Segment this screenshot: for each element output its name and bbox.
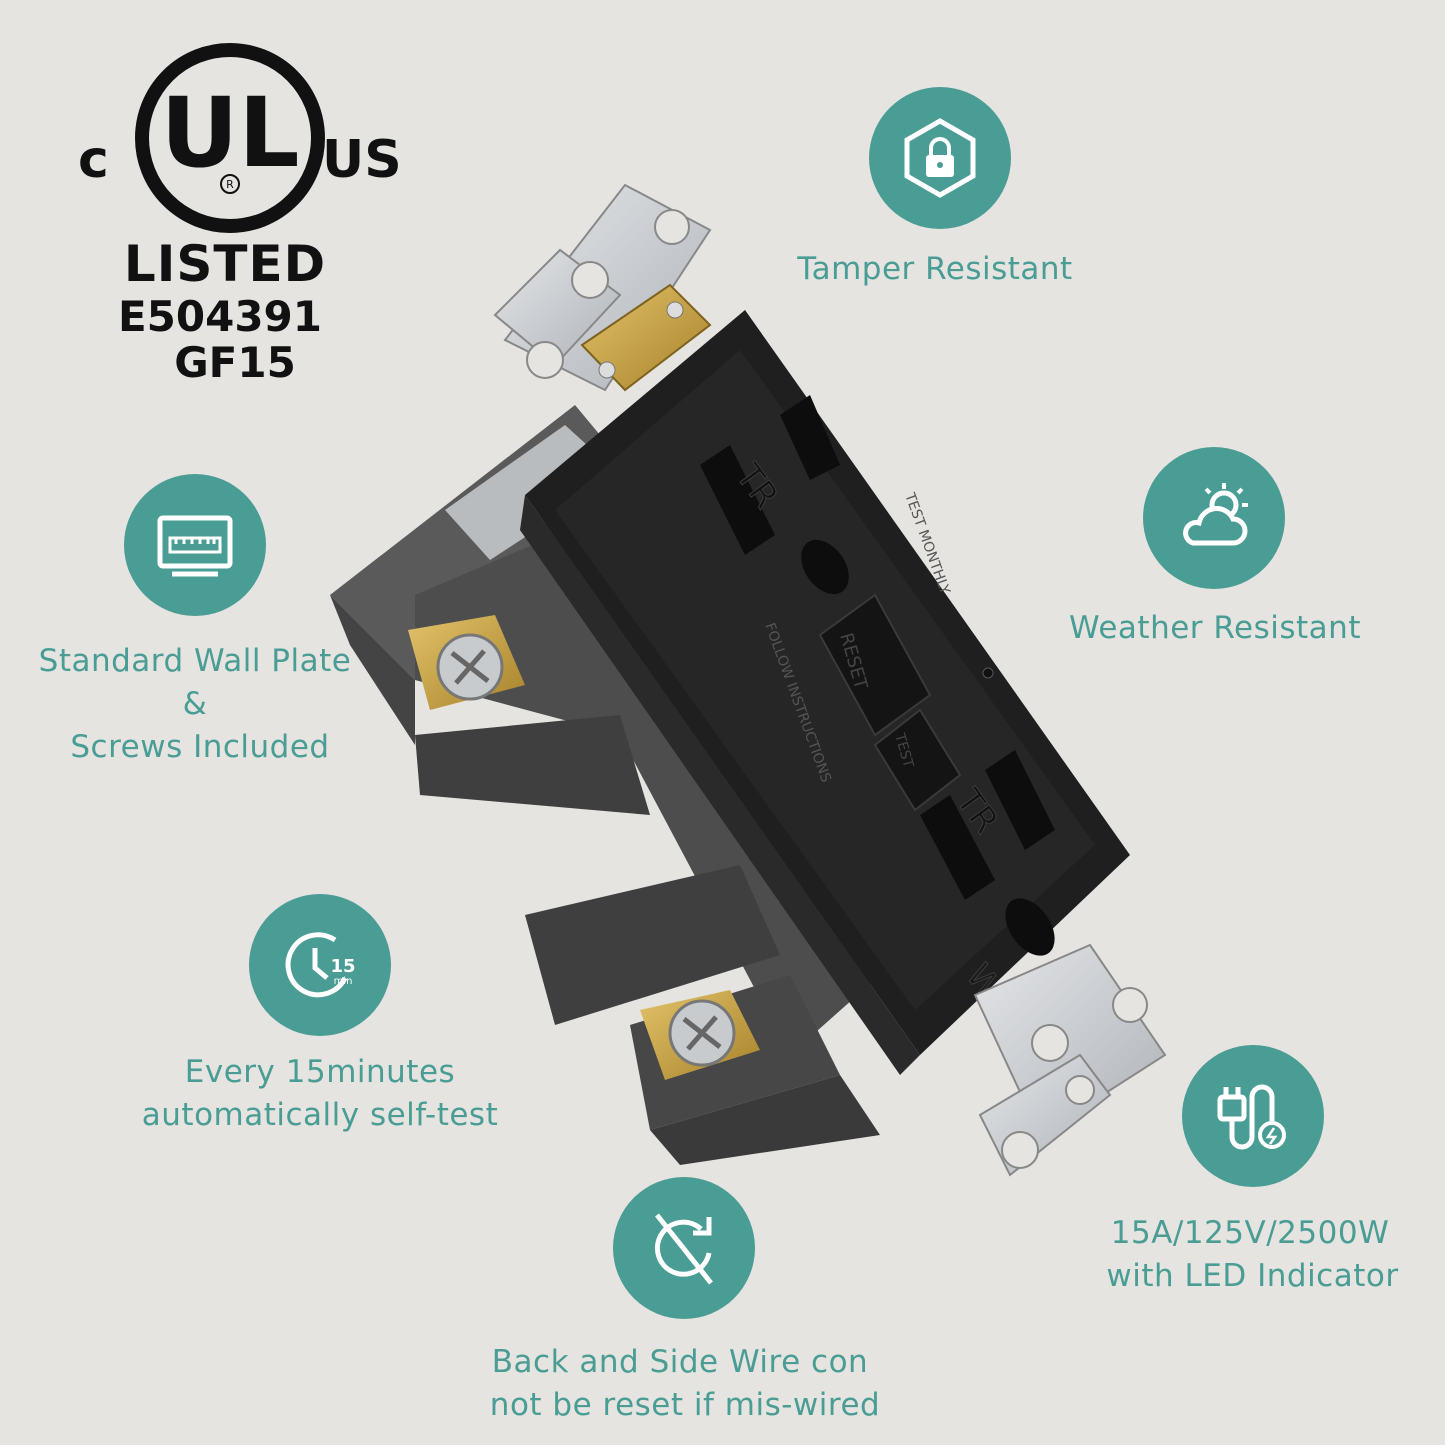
wall-plate-label-line3: Screws Included <box>70 729 330 765</box>
ul-c-letter: c <box>78 130 109 190</box>
svg-text:R: R <box>226 178 234 191</box>
self-test-label-line2: automatically self-test <box>141 1097 499 1133</box>
clock-15-icon: 15 min <box>249 894 391 1036</box>
ul-us-letters: US <box>322 130 402 190</box>
clock-min-unit: min <box>334 976 353 987</box>
bottom-mounting-strap <box>973 943 1167 1177</box>
no-reset-icon <box>613 1177 755 1319</box>
weather-resistant-label: Weather Resistant <box>1069 610 1361 646</box>
gfci-outlet-image: TR RESET TEST TEST MONTHLY FOLLOW INSTRU… <box>330 183 1167 1177</box>
wall-plate-icon <box>124 474 266 616</box>
outlet-side-housing <box>330 405 880 1165</box>
wall-plate-label-line1: Standard Wall Plate <box>38 643 352 679</box>
rating-label-line2: with LED Indicator <box>1106 1258 1399 1294</box>
ul-listed-logo: UL R c US LISTED E504391 GF15 <box>60 30 420 400</box>
wall-plate-label-line2: & <box>182 686 208 722</box>
sun-cloud-icon <box>1143 447 1285 589</box>
rating-label-line1: 15A/125V/2500W <box>1110 1215 1390 1251</box>
ul-model-number: GF15 <box>174 338 296 387</box>
ul-listed-label: LISTED <box>123 235 327 293</box>
tamper-resistant-label: Tamper Resistant <box>797 251 1073 287</box>
miswire-label-line2: not be reset if mis-wired <box>489 1387 881 1423</box>
miswire-label-line1: Back and Side Wire con <box>491 1344 869 1380</box>
top-mounting-strap <box>493 183 712 392</box>
self-test-label-line1: Every 15minutes <box>184 1054 456 1090</box>
side-terminal-screws <box>408 615 760 1080</box>
lock-hexagon-icon <box>869 87 1011 229</box>
ul-circle-icon: UL R <box>135 43 325 233</box>
ul-file-number: E504391 <box>117 292 323 341</box>
clock-15-number: 15 <box>330 956 355 977</box>
plug-cord-icon <box>1182 1045 1324 1187</box>
svg-text:UL: UL <box>160 77 299 189</box>
